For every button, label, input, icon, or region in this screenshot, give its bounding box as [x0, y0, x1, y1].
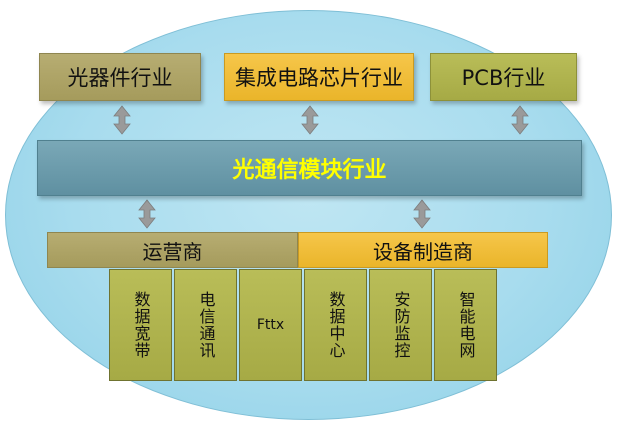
- main-box-label: 光通信模块行业: [232, 158, 387, 183]
- arrow-optical-devices: [113, 105, 131, 135]
- sub-item-label: 智能电网: [456, 291, 476, 359]
- sub-item-label: 数据宽带: [131, 291, 151, 359]
- sub-item-security-monitoring: 安防监控: [369, 269, 432, 381]
- sub-item-label: Fttx: [256, 317, 285, 333]
- arrow-equipment-makers: [413, 199, 431, 229]
- sub-item-telecom: 电信通讯: [174, 269, 237, 381]
- arrow-ic-chips: [301, 105, 319, 135]
- sub-item-label: 数据中心: [326, 291, 346, 359]
- arrow-operators: [138, 199, 156, 229]
- sub-item-label: 电信通讯: [196, 291, 216, 359]
- top-box-label: 光器件行业: [67, 66, 173, 90]
- main-box-optical-module: 光通信模块行业: [37, 140, 582, 196]
- mid-box-operators: 运营商: [47, 232, 298, 268]
- sub-item-data-center: 数据中心: [304, 269, 367, 381]
- mid-box-equipment-makers: 设备制造商: [298, 232, 548, 268]
- top-box-optical-devices: 光器件行业: [39, 53, 201, 101]
- sub-item-data-broadband: 数据宽带: [109, 269, 172, 381]
- arrow-pcb: [511, 105, 529, 135]
- top-box-label: 集成电路芯片行业: [235, 66, 403, 90]
- top-box-pcb: PCB行业: [430, 53, 577, 101]
- top-box-label: PCB行业: [461, 66, 546, 90]
- sub-item-label: 安防监控: [391, 291, 411, 359]
- top-box-ic-chips: 集成电路芯片行业: [224, 53, 414, 101]
- mid-box-label: 设备制造商: [373, 239, 473, 264]
- mid-box-label: 运营商: [142, 239, 203, 264]
- sub-item-smart-grid: 智能电网: [434, 269, 497, 381]
- sub-item-fttx: Fttx: [239, 269, 302, 381]
